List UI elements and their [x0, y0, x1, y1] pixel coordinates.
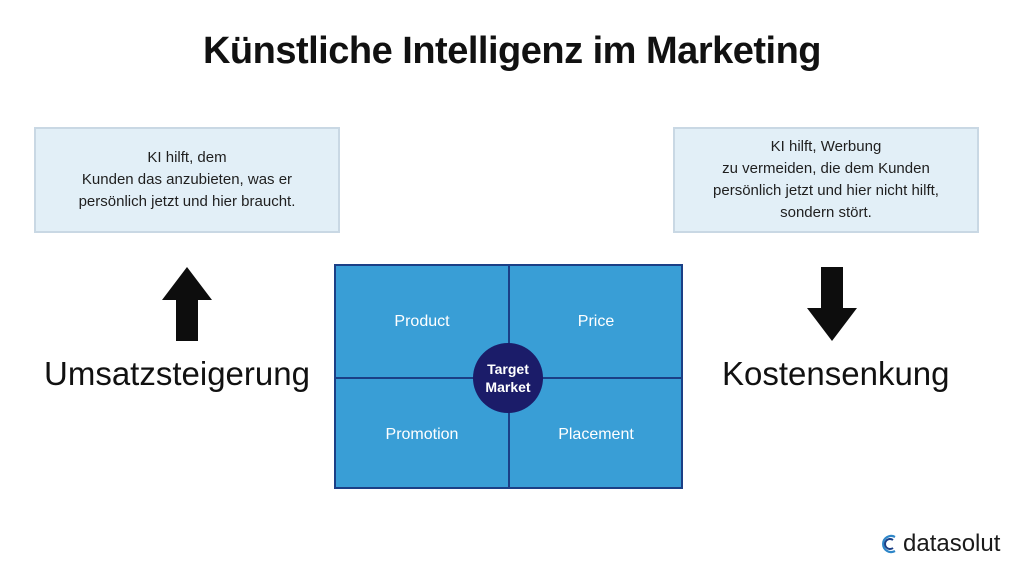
cost-info-line-2: zu vermeiden, die dem Kunden [722, 160, 930, 177]
revenue-info-line-1: KI hilft, dem [147, 149, 227, 166]
revenue-info-box: KI hilft, dem Kunden das anzubieten, was… [34, 127, 340, 233]
revenue-info-line-2: Kunden das anzubieten, was er [81, 171, 293, 188]
logo-text: datasolut [903, 530, 1001, 557]
page-title: Künstliche Intelligenz im Marketing [202, 30, 822, 72]
revenue-info-line-3: persönlich jetzt und hier braucht. [78, 193, 296, 210]
cost-info-box: KI hilft, Werbung zu vermeiden, die dem … [673, 127, 979, 233]
arrow-up-icon [162, 267, 212, 341]
target-market-line-2: Market [485, 379, 531, 395]
matrix-cell-promotion: Promotion [385, 425, 459, 443]
cost-info-line-3: persönlich jetzt und hier nicht hilft, [713, 182, 939, 199]
target-market-line-1: Target [487, 361, 529, 377]
matrix-cell-product: Product [394, 312, 450, 330]
revenue-increase-label: Umsatzsteigerung [44, 355, 310, 392]
target-market-circle: Target Market [473, 343, 543, 413]
cost-info-line-4: sondern stört. [780, 204, 872, 221]
matrix-cell-price: Price [577, 312, 615, 330]
cost-info-line-1: KI hilft, Werbung [770, 138, 882, 155]
cost-reduction-label: Kostensenkung [722, 355, 950, 392]
marketing-mix-matrix: Product Price Promotion Placement Target… [334, 264, 683, 489]
matrix-cell-placement: Placement [558, 425, 634, 443]
logo-swirl-icon [882, 534, 896, 554]
datasolut-logo: datasolut [880, 530, 1000, 558]
arrow-down-icon [807, 267, 857, 341]
